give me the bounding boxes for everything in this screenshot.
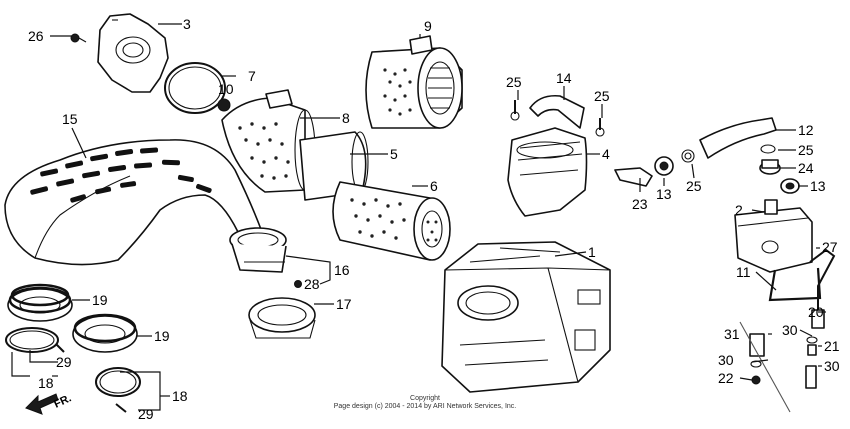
callout-3: 3 bbox=[183, 16, 191, 32]
callout-6: 6 bbox=[430, 178, 438, 194]
hose-band-part bbox=[95, 367, 141, 397]
callout-13-left: 13 bbox=[656, 186, 672, 202]
callout-27: 27 bbox=[822, 239, 838, 255]
callout-25-mid: 25 bbox=[594, 88, 610, 104]
callout-14: 14 bbox=[556, 70, 572, 86]
nut-part bbox=[217, 98, 231, 112]
callout-4: 4 bbox=[602, 146, 610, 162]
callout-1: 1 bbox=[588, 244, 596, 260]
rubber-joint-part bbox=[72, 313, 138, 353]
callout-5: 5 bbox=[390, 146, 398, 162]
hose-band-part bbox=[5, 327, 59, 353]
callout-10: 10 bbox=[218, 81, 234, 97]
callout-8: 8 bbox=[342, 110, 350, 126]
drain-fitting-part bbox=[805, 336, 818, 389]
screw-part bbox=[55, 343, 65, 353]
rubber-joint-part bbox=[7, 283, 73, 322]
callout-18-left: 18 bbox=[38, 375, 54, 391]
callout-19-lower: 19 bbox=[154, 328, 170, 344]
oval-gasket-part bbox=[248, 297, 316, 339]
callout-29-upper: 29 bbox=[56, 354, 72, 370]
air-guide-duct-part bbox=[507, 127, 588, 217]
callout-9: 9 bbox=[424, 18, 432, 34]
cover-plate-part bbox=[97, 13, 169, 93]
callout-26: 26 bbox=[28, 28, 44, 44]
callout-25-lower: 25 bbox=[686, 178, 702, 194]
ring-gasket-part bbox=[164, 62, 226, 114]
callout-15: 15 bbox=[62, 111, 78, 127]
callout-24: 24 bbox=[798, 160, 814, 176]
reservoir-tank-part bbox=[734, 199, 813, 273]
copyright-line-2: Page design (c) 2004 - 2014 by ARI Netwo… bbox=[334, 403, 517, 410]
intake-duct-part bbox=[4, 139, 263, 266]
grommet-part bbox=[780, 178, 800, 194]
callout-labels: 3 26 7 10 9 8 5 6 15 14 25 25 4 23 13 25… bbox=[28, 16, 840, 422]
callout-2: 2 bbox=[735, 202, 743, 218]
front-direction-arrow-icon: FR. bbox=[25, 392, 73, 415]
callout-25-right: 25 bbox=[798, 142, 814, 158]
callout-23: 23 bbox=[632, 196, 648, 212]
callout-29-lower: 29 bbox=[138, 406, 154, 422]
callout-16: 16 bbox=[334, 262, 350, 278]
callout-31: 31 bbox=[724, 326, 740, 342]
callout-19-upper: 19 bbox=[92, 292, 108, 308]
cap-part bbox=[759, 159, 781, 175]
leader-lines bbox=[11, 23, 826, 411]
air-cleaner-case-part bbox=[441, 241, 611, 393]
drain-tube-part bbox=[768, 248, 836, 329]
callout-20: 20 bbox=[808, 304, 824, 320]
inner-filter-element-part bbox=[332, 181, 451, 261]
connecting-boot-part bbox=[229, 227, 287, 273]
callout-18-right: 18 bbox=[172, 388, 188, 404]
small-filter-element-part bbox=[365, 35, 463, 129]
callout-11: 11 bbox=[736, 264, 751, 280]
screw-part bbox=[115, 403, 127, 413]
callout-12: 12 bbox=[798, 122, 814, 138]
callout-17: 17 bbox=[336, 296, 352, 312]
elbow-pipe-part bbox=[614, 167, 653, 187]
breather-hose-part bbox=[529, 94, 585, 129]
callout-30-left: 30 bbox=[718, 352, 734, 368]
screw-part bbox=[294, 280, 302, 288]
callout-21: 21 bbox=[824, 338, 840, 354]
callout-28: 28 bbox=[304, 276, 320, 292]
hose-clip-part bbox=[760, 144, 776, 154]
copyright-footer: Copyright Page design (c) 2004 - 2014 by… bbox=[334, 395, 517, 410]
callout-7: 7 bbox=[248, 68, 256, 84]
callout-22: 22 bbox=[718, 370, 734, 386]
callout-13-right: 13 bbox=[810, 178, 826, 194]
grommet-part bbox=[654, 156, 674, 176]
outer-filter-element-part bbox=[221, 89, 316, 193]
hose-clip-part bbox=[510, 100, 520, 121]
callout-25-left: 25 bbox=[506, 74, 522, 90]
drain-plug-part bbox=[749, 333, 765, 385]
callout-30-right: 30 bbox=[824, 358, 840, 374]
copyright-line-1: Copyright bbox=[410, 395, 440, 402]
hose-clip-part bbox=[595, 118, 605, 137]
callout-30-upper: 30 bbox=[782, 322, 798, 338]
clamp-part bbox=[681, 149, 695, 163]
screw-part bbox=[70, 33, 87, 43]
